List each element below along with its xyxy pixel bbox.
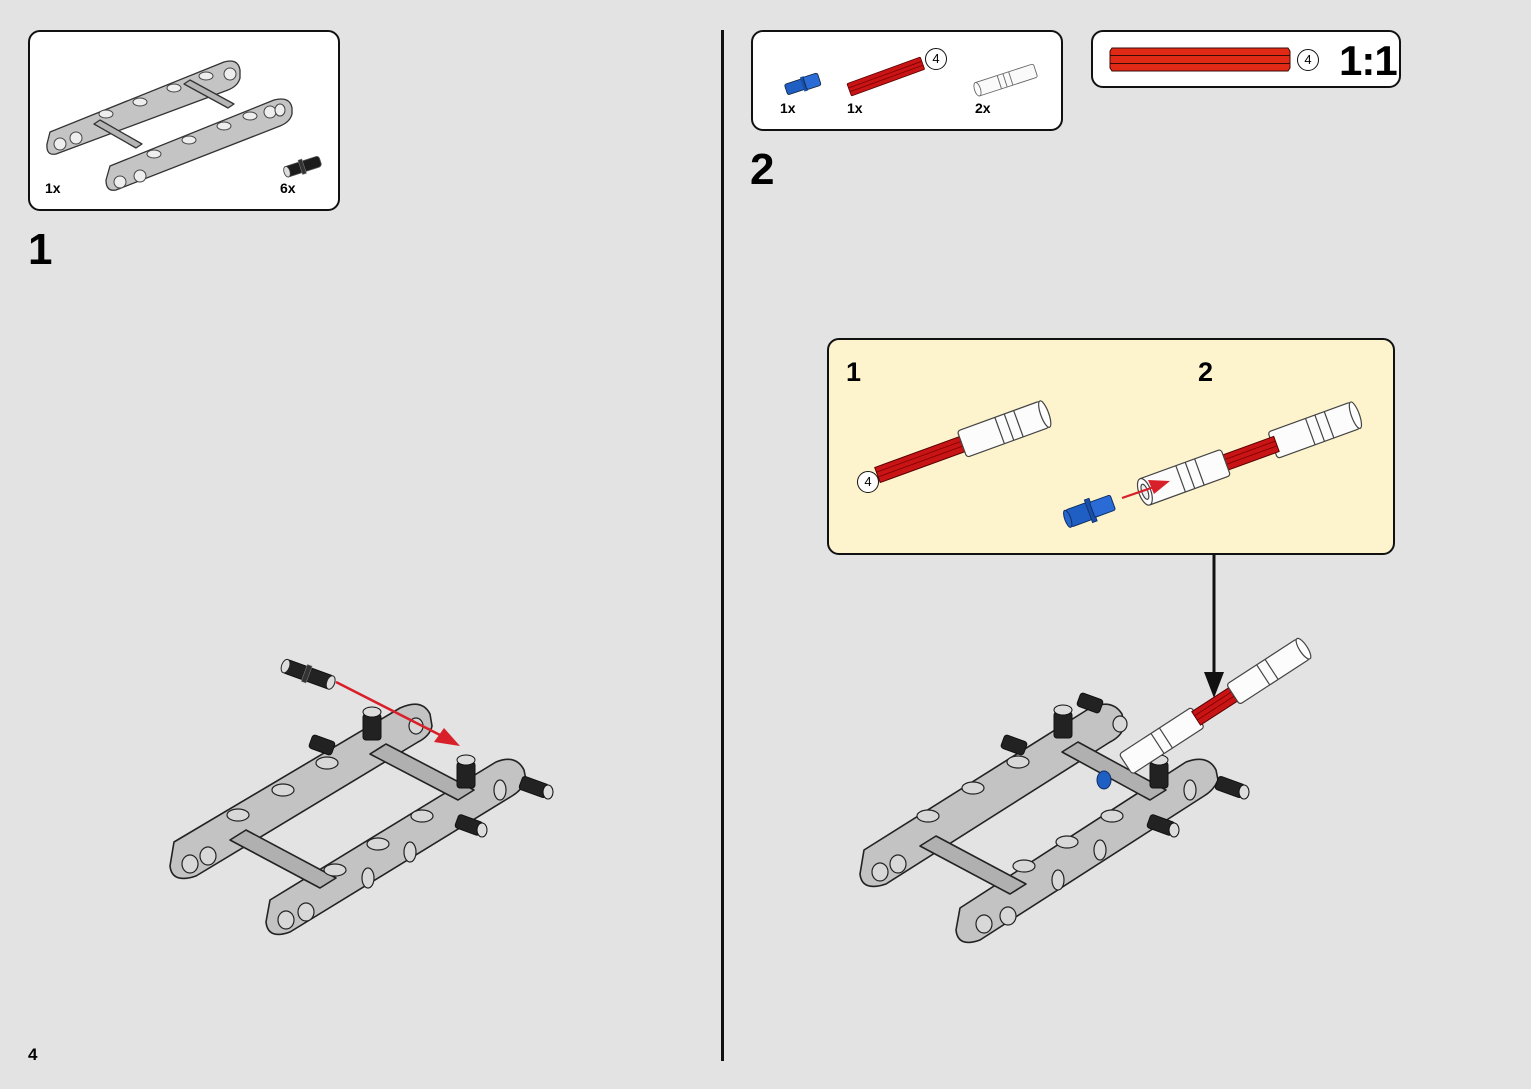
black-pin [1214,775,1250,800]
black-pin [308,734,336,756]
frame-cross-member [1061,741,1167,801]
white-connector-quantity: 2x [975,100,991,116]
step2-parts-box: 4 1x 1x 2x [751,30,1063,131]
page-divider [721,30,724,1061]
sub-step2-illustration [1063,401,1363,528]
white-connector-icon [973,63,1038,97]
sub-step-number-2: 2 [1198,357,1214,387]
step1-assembly-illustration [169,658,554,936]
black-pin [454,814,488,838]
black-pin-icon [283,156,322,178]
black-pin [456,754,476,789]
sub-step1-illustration [874,400,1052,484]
sub-assembly-callout: 1 2 4 [827,338,1395,555]
sub-step1-axle-length-badge: 4 [857,471,879,493]
step2-assembly-illustration [859,637,1312,944]
frame-front-beam [955,758,1219,944]
frame-quantity: 1x [45,180,61,196]
black-pin [1146,814,1180,838]
red-insert-arrow [1121,480,1170,500]
frame-back-beam [859,703,1125,888]
white-connector [1227,637,1312,704]
black-pin [362,706,382,741]
frame-cross-member [369,743,475,801]
page-number: 4 [28,1045,38,1064]
white-connector [1136,449,1231,506]
red-axle-scale-icon [1109,47,1291,72]
black-pin [1053,704,1073,739]
red-axle [874,434,972,484]
black-pin [1076,692,1104,714]
frame-part-icon [46,60,293,191]
loose-black-pin [280,658,336,690]
blue-pin [1063,494,1116,528]
step-number-2: 2 [750,145,775,194]
black-pin [518,775,554,800]
red-insert-arrow [335,680,460,746]
frame-cross-member [229,829,337,889]
scale-reference-box: 4 1:1 [1091,30,1401,88]
scale-length-badge: 4 [1297,49,1319,71]
blue-pin-icon [784,72,822,95]
red-axle [1220,435,1280,472]
step-number-1: 1 [28,225,53,274]
red-axle-icon [846,56,925,97]
frame-back-beam [169,703,433,880]
red-axle-length-badge: 4 [925,48,947,70]
black-pin [1000,734,1028,756]
red-axle-quantity: 1x [847,100,863,116]
white-connector [1268,401,1363,459]
black-pin-quantity: 6x [280,180,296,196]
step1-parts-box: 1x 6x [28,30,340,211]
sub-step-number-1: 1 [846,357,862,387]
blue-pin [1096,770,1112,790]
frame-cross-member [919,835,1027,895]
white-connector [957,400,1052,458]
scale-label: 1:1 [1339,37,1398,84]
callout-pointer-arrow [1204,554,1224,698]
blue-pin-quantity: 1x [780,100,796,116]
